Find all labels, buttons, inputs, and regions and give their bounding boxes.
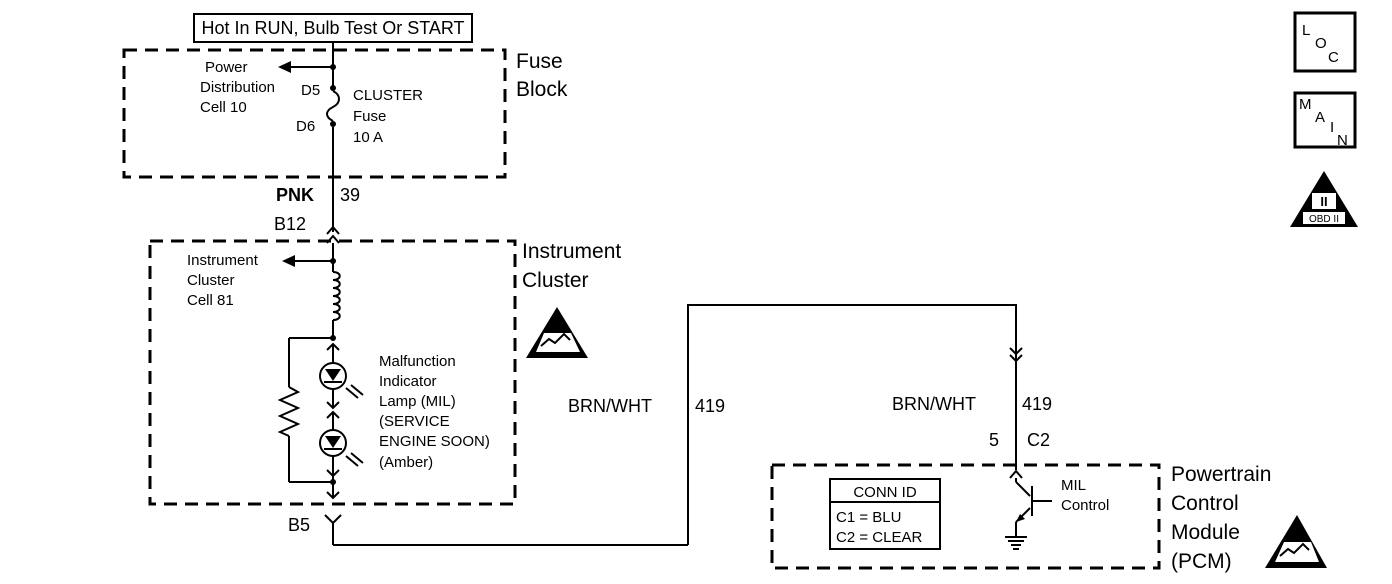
- fuse-block-box: [122, 48, 507, 179]
- obd-ii-icon[interactable]: II OBD II: [1290, 171, 1358, 227]
- pcm-title-3: Module: [1171, 521, 1240, 544]
- wire-brn-right-color: BRN/WHT: [892, 394, 976, 414]
- cluster-ref-text-2: Cluster: [187, 272, 235, 289]
- mil-text-5: ENGINE SOON): [379, 433, 490, 450]
- cluster-title-2: Cluster: [522, 269, 589, 292]
- wire-brn-left-color: BRN/WHT: [568, 396, 652, 416]
- loc-icon[interactable]: L O C: [1293, 11, 1357, 73]
- transistor-icon: [1015, 478, 1052, 537]
- pcm-connector-name: C2: [1027, 430, 1050, 450]
- wire-brn-left-circuit: 419: [695, 396, 725, 416]
- cluster-title-1: Instrument: [522, 240, 621, 263]
- pcm-title-1: Powertrain: [1171, 463, 1271, 486]
- mil-text-4: (SERVICE: [379, 413, 450, 430]
- mil-text-2: Indicator: [379, 373, 437, 390]
- conn-id-title: CONN ID: [853, 484, 917, 501]
- mil-text-6: (Amber): [379, 454, 433, 471]
- main-icon[interactable]: M A I N: [1293, 91, 1357, 149]
- inductor-coil-icon: [332, 271, 341, 321]
- mil-text-1: Malfunction: [379, 353, 456, 370]
- loc-letter-c: C: [1328, 49, 1339, 66]
- pcm-box: [770, 463, 1161, 570]
- wire-pnk-circuit: 39: [340, 185, 360, 205]
- cluster-ref-text-1: Instrument: [187, 252, 259, 269]
- pcm-title-2: Control: [1171, 492, 1239, 515]
- power-source-text: Hot In RUN, Bulb Test Or START: [201, 18, 464, 38]
- fuse-pin-in: D5: [301, 82, 320, 99]
- fuse-rating: 10 A: [353, 129, 383, 146]
- mil-lamp-1-icon: [319, 342, 364, 399]
- fuse-pin-out: D6: [296, 118, 315, 135]
- fuse-block-title-2: Block: [516, 78, 568, 101]
- arrow-left-icon: [282, 255, 295, 267]
- main-letter-a: A: [1315, 109, 1325, 126]
- mil-control-text-2: Control: [1061, 497, 1109, 514]
- power-source-label: Hot In RUN, Bulb Test Or START: [193, 13, 473, 43]
- ground-icon: [1005, 536, 1027, 550]
- loc-letter-l: L: [1302, 22, 1310, 39]
- resistor-icon: [277, 386, 301, 437]
- connector-b12-icon: [326, 225, 340, 235]
- conn-id-row-1: C1 = BLU: [836, 509, 901, 526]
- arrow-left-icon: [278, 61, 291, 73]
- pcm-title-4: (PCM): [1171, 550, 1232, 573]
- fuse-block-title-1: Fuse: [516, 50, 563, 73]
- esd-warning-icon: [526, 307, 588, 358]
- mil-lamp-2-icon: [319, 429, 364, 467]
- pcm-connector-pin: 5: [989, 430, 999, 450]
- cluster-ref-text-3: Cell 81: [187, 292, 234, 309]
- mil-control-text-1: MIL: [1061, 477, 1086, 494]
- connector-b5: B5: [288, 515, 310, 535]
- fuse-type: Fuse: [353, 108, 386, 125]
- conn-id-row-2: C2 = CLEAR: [836, 529, 922, 546]
- power-distribution-ref: Power Distribution Cell 10: [200, 59, 336, 116]
- connector-b5-icon: [324, 514, 342, 525]
- obd-label: OBD II: [1309, 214, 1339, 225]
- esd-warning-pcm-icon: [1265, 515, 1327, 568]
- main-letter-m: M: [1299, 96, 1312, 113]
- main-letter-n: N: [1337, 132, 1348, 149]
- pd-text-1: Power: [205, 59, 248, 76]
- pd-text-2: Distribution: [200, 79, 275, 96]
- cluster-ref: Instrument Cluster Cell 81: [187, 252, 336, 309]
- connector-c2-icon: [1009, 469, 1023, 479]
- main-letter-i: I: [1330, 119, 1334, 136]
- fuse-name: CLUSTER: [353, 87, 423, 104]
- wire-pnk-color: PNK: [276, 185, 314, 205]
- connector-b12: B12: [274, 214, 306, 234]
- instrument-cluster-box: [148, 239, 517, 506]
- mil-text-3: Lamp (MIL): [379, 393, 456, 410]
- obd-numeral: II: [1320, 194, 1327, 209]
- loc-letter-o: O: [1315, 35, 1327, 52]
- pd-text-3: Cell 10: [200, 99, 247, 116]
- fuse-symbol-icon: [326, 90, 340, 122]
- wire-brn-right-circuit: 419: [1022, 394, 1052, 414]
- wire-brn-wht: [687, 304, 1017, 545]
- conn-id-table: CONN ID C1 = BLU C2 = CLEAR: [829, 478, 941, 550]
